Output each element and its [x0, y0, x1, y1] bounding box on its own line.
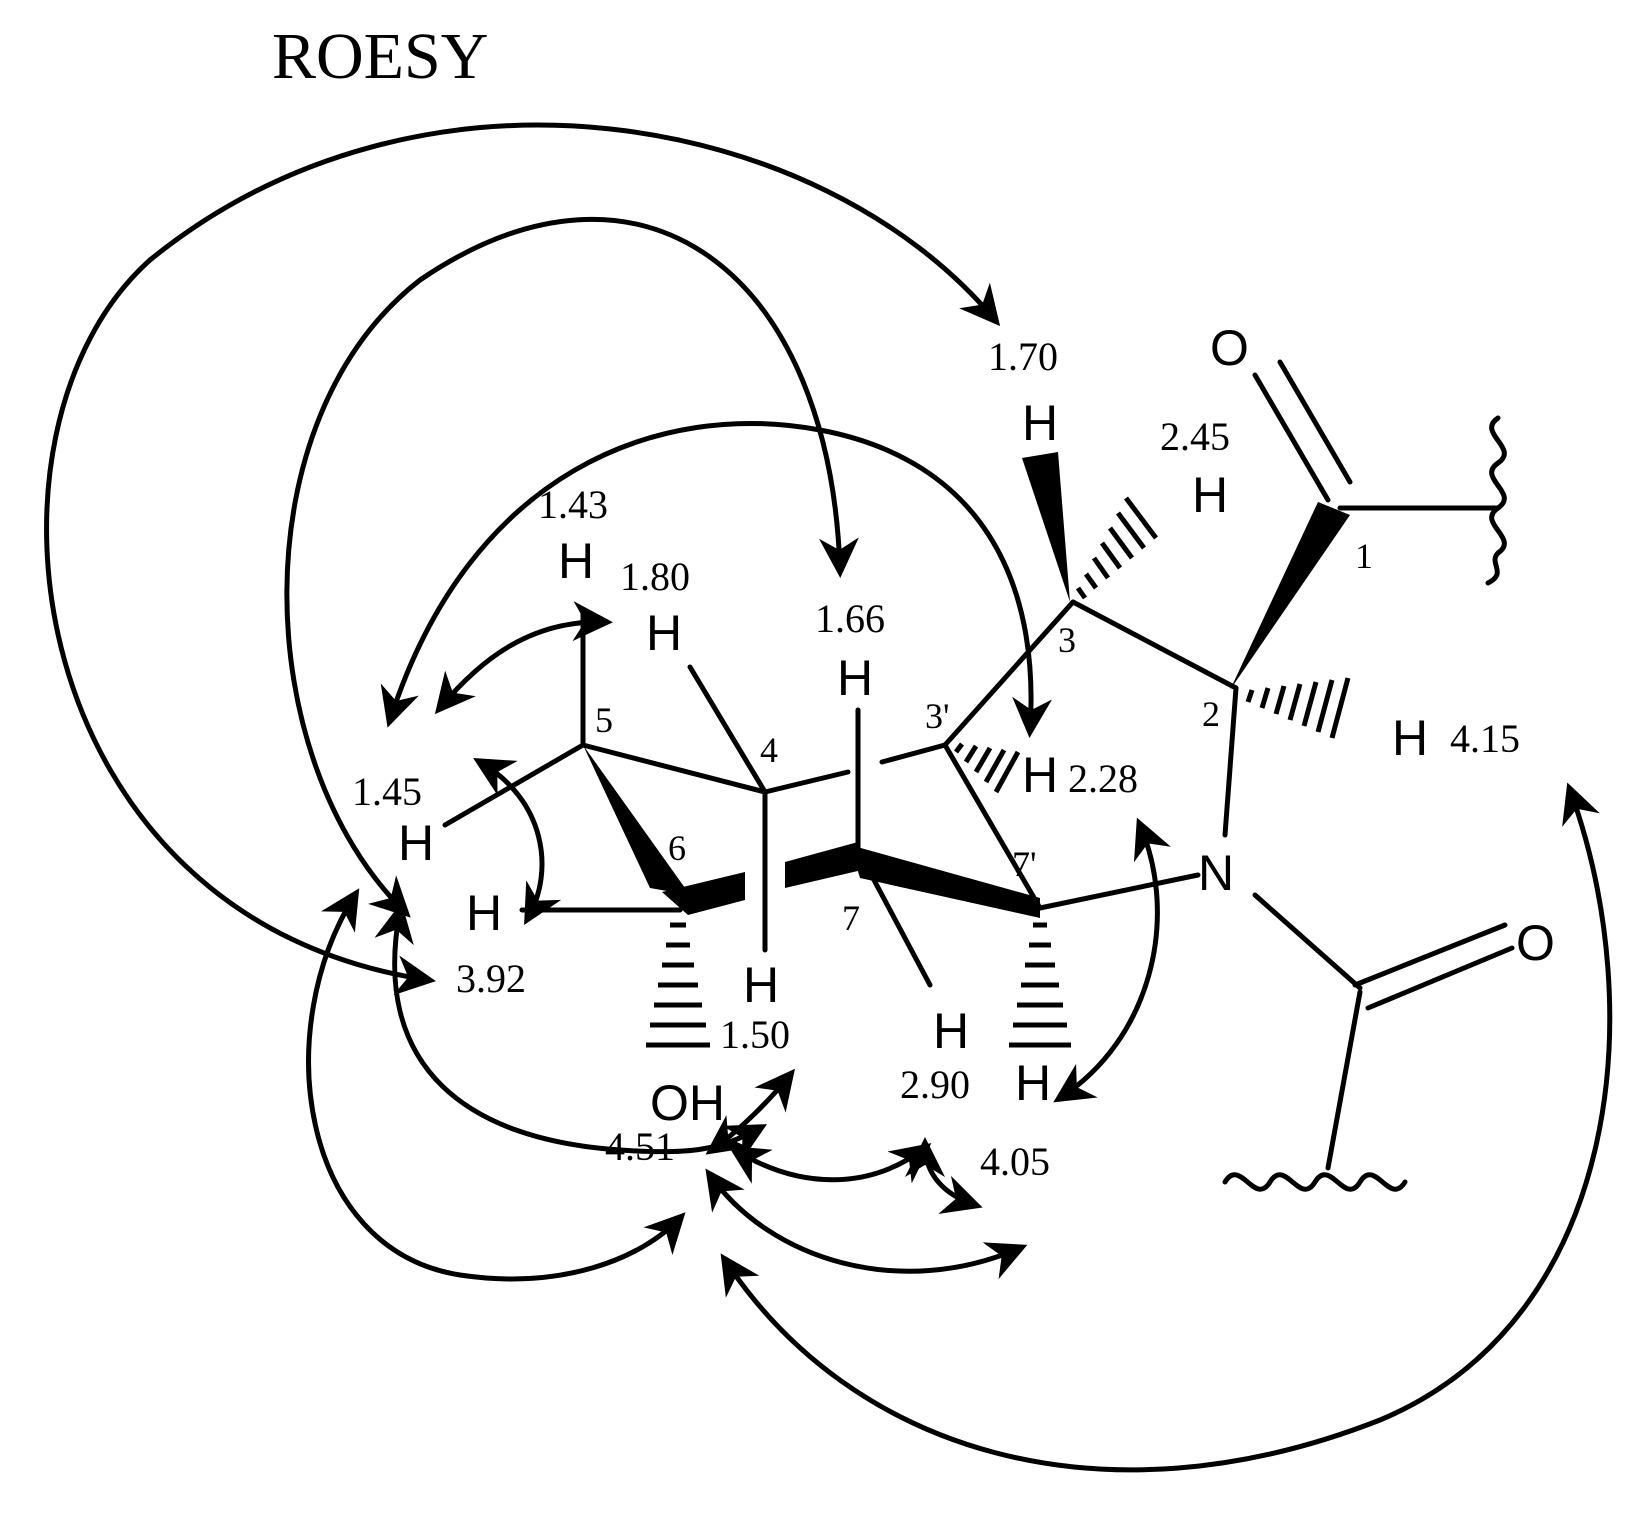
wedge-bonds [583, 452, 1350, 918]
roesy-arrow-145-to-228 [380, 421, 1053, 738]
shift-h5b: 1.45 [352, 769, 422, 814]
shift-h6: 3.92 [456, 956, 526, 1001]
atom-h4b: H [743, 957, 779, 1013]
shift-h3p: 2.28 [1068, 756, 1138, 801]
roesy-arrow-145-to-451b [306, 888, 686, 1282]
shift-h7b: 2.90 [900, 1062, 970, 1107]
position-numbers: 1 2 3 3' 4 5 6 7 7' [595, 536, 1373, 938]
position-1: 1 [1355, 536, 1373, 576]
position-3: 3 [1058, 620, 1076, 660]
atom-labels: O H H H H H H H H H H H H N O OH [398, 320, 1555, 1131]
position-6: 6 [668, 828, 686, 868]
atom-h7a: H [837, 650, 873, 706]
atom-h6: H [466, 885, 502, 941]
position-7-prime: 7' [1012, 844, 1037, 884]
diagram-title: ROESY [272, 20, 488, 93]
roesy-arrow-290-to-405 [905, 1137, 983, 1214]
roesy-arrow-392-to-170 [44, 122, 1001, 996]
roesy-arrow-451-to-405 [705, 1168, 1028, 1280]
shift-h4a: 1.80 [620, 554, 690, 599]
skeleton-bonds [442, 359, 1515, 1192]
wavy-bond-c1 [1485, 415, 1507, 586]
shift-h2: 4.15 [1450, 716, 1520, 761]
roesy-arrow-451-to-415 [720, 782, 1613, 1473]
shift-h3a: 1.70 [988, 334, 1058, 379]
atom-n: N [1198, 845, 1234, 901]
atom-h3a: H [1022, 395, 1058, 451]
shift-h7p: 4.05 [980, 1139, 1050, 1184]
shift-h3b: 2.45 [1160, 414, 1230, 459]
roesy-arrow-451-to-290 [728, 1143, 932, 1184]
wavy-bond-amide [1222, 1172, 1408, 1192]
atom-h5a: H [558, 533, 594, 589]
position-2: 2 [1202, 694, 1220, 734]
position-7: 7 [842, 898, 860, 938]
atom-oh: OH [650, 1075, 725, 1131]
atom-o-carbonyl: O [1210, 320, 1249, 376]
atom-h3p: H [1022, 747, 1058, 803]
roesy-arrow-143-to-145 [434, 601, 613, 715]
atom-o-amide: O [1516, 915, 1555, 971]
roesy-arrow-228-to-405 [1053, 817, 1171, 1103]
roesy-arrows [44, 122, 1613, 1473]
chemical-shifts: 1.70 2.45 1.43 1.80 1.66 2.28 4.15 1.45 … [352, 334, 1520, 1184]
atom-h7b: H [933, 1003, 969, 1059]
position-4: 4 [760, 730, 778, 770]
atom-h7p: H [1015, 1055, 1051, 1111]
shift-h4b: 1.50 [720, 1012, 790, 1057]
shift-oh: 4.51 [605, 1124, 675, 1169]
position-5: 5 [595, 700, 613, 740]
shift-h5a: 1.43 [538, 482, 608, 527]
hash-bonds [646, 496, 1351, 1048]
atom-h5b: H [398, 815, 434, 871]
atom-h3b: H [1192, 467, 1228, 523]
shift-h7a: 1.66 [815, 596, 885, 641]
roesy-arrow-145-to-166 [284, 216, 859, 918]
position-3-prime: 3' [925, 696, 950, 736]
atom-h4a: H [646, 605, 682, 661]
atom-h2: H [1392, 710, 1428, 766]
